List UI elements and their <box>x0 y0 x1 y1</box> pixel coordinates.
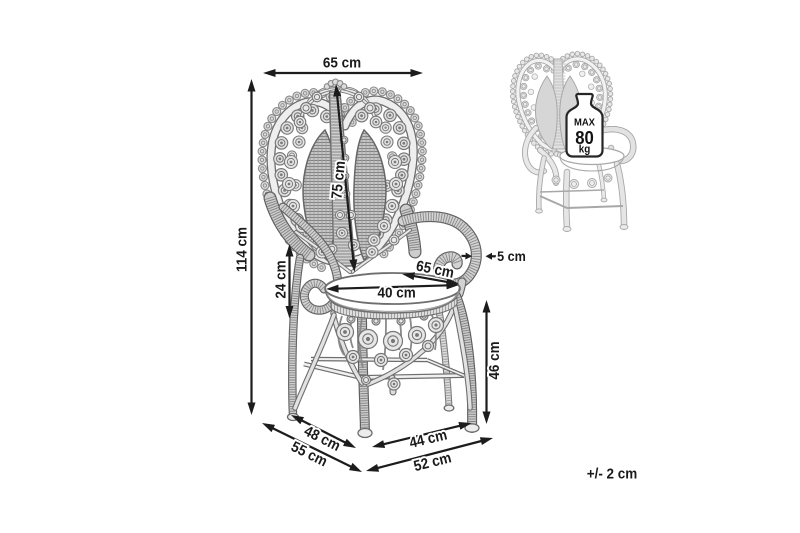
svg-text:+/- 2 cm: +/- 2 cm <box>587 466 638 483</box>
svg-text:5 cm: 5 cm <box>497 248 526 264</box>
svg-text:65 cm: 65 cm <box>323 55 361 72</box>
svg-text:40 cm: 40 cm <box>377 285 415 302</box>
svg-text:46 cm: 46 cm <box>486 341 503 379</box>
svg-text:kg: kg <box>579 144 591 156</box>
svg-text:24 cm: 24 cm <box>273 260 290 298</box>
svg-text:114 cm: 114 cm <box>234 227 251 272</box>
svg-text:80: 80 <box>575 127 594 148</box>
svg-text:MAX: MAX <box>574 117 595 129</box>
